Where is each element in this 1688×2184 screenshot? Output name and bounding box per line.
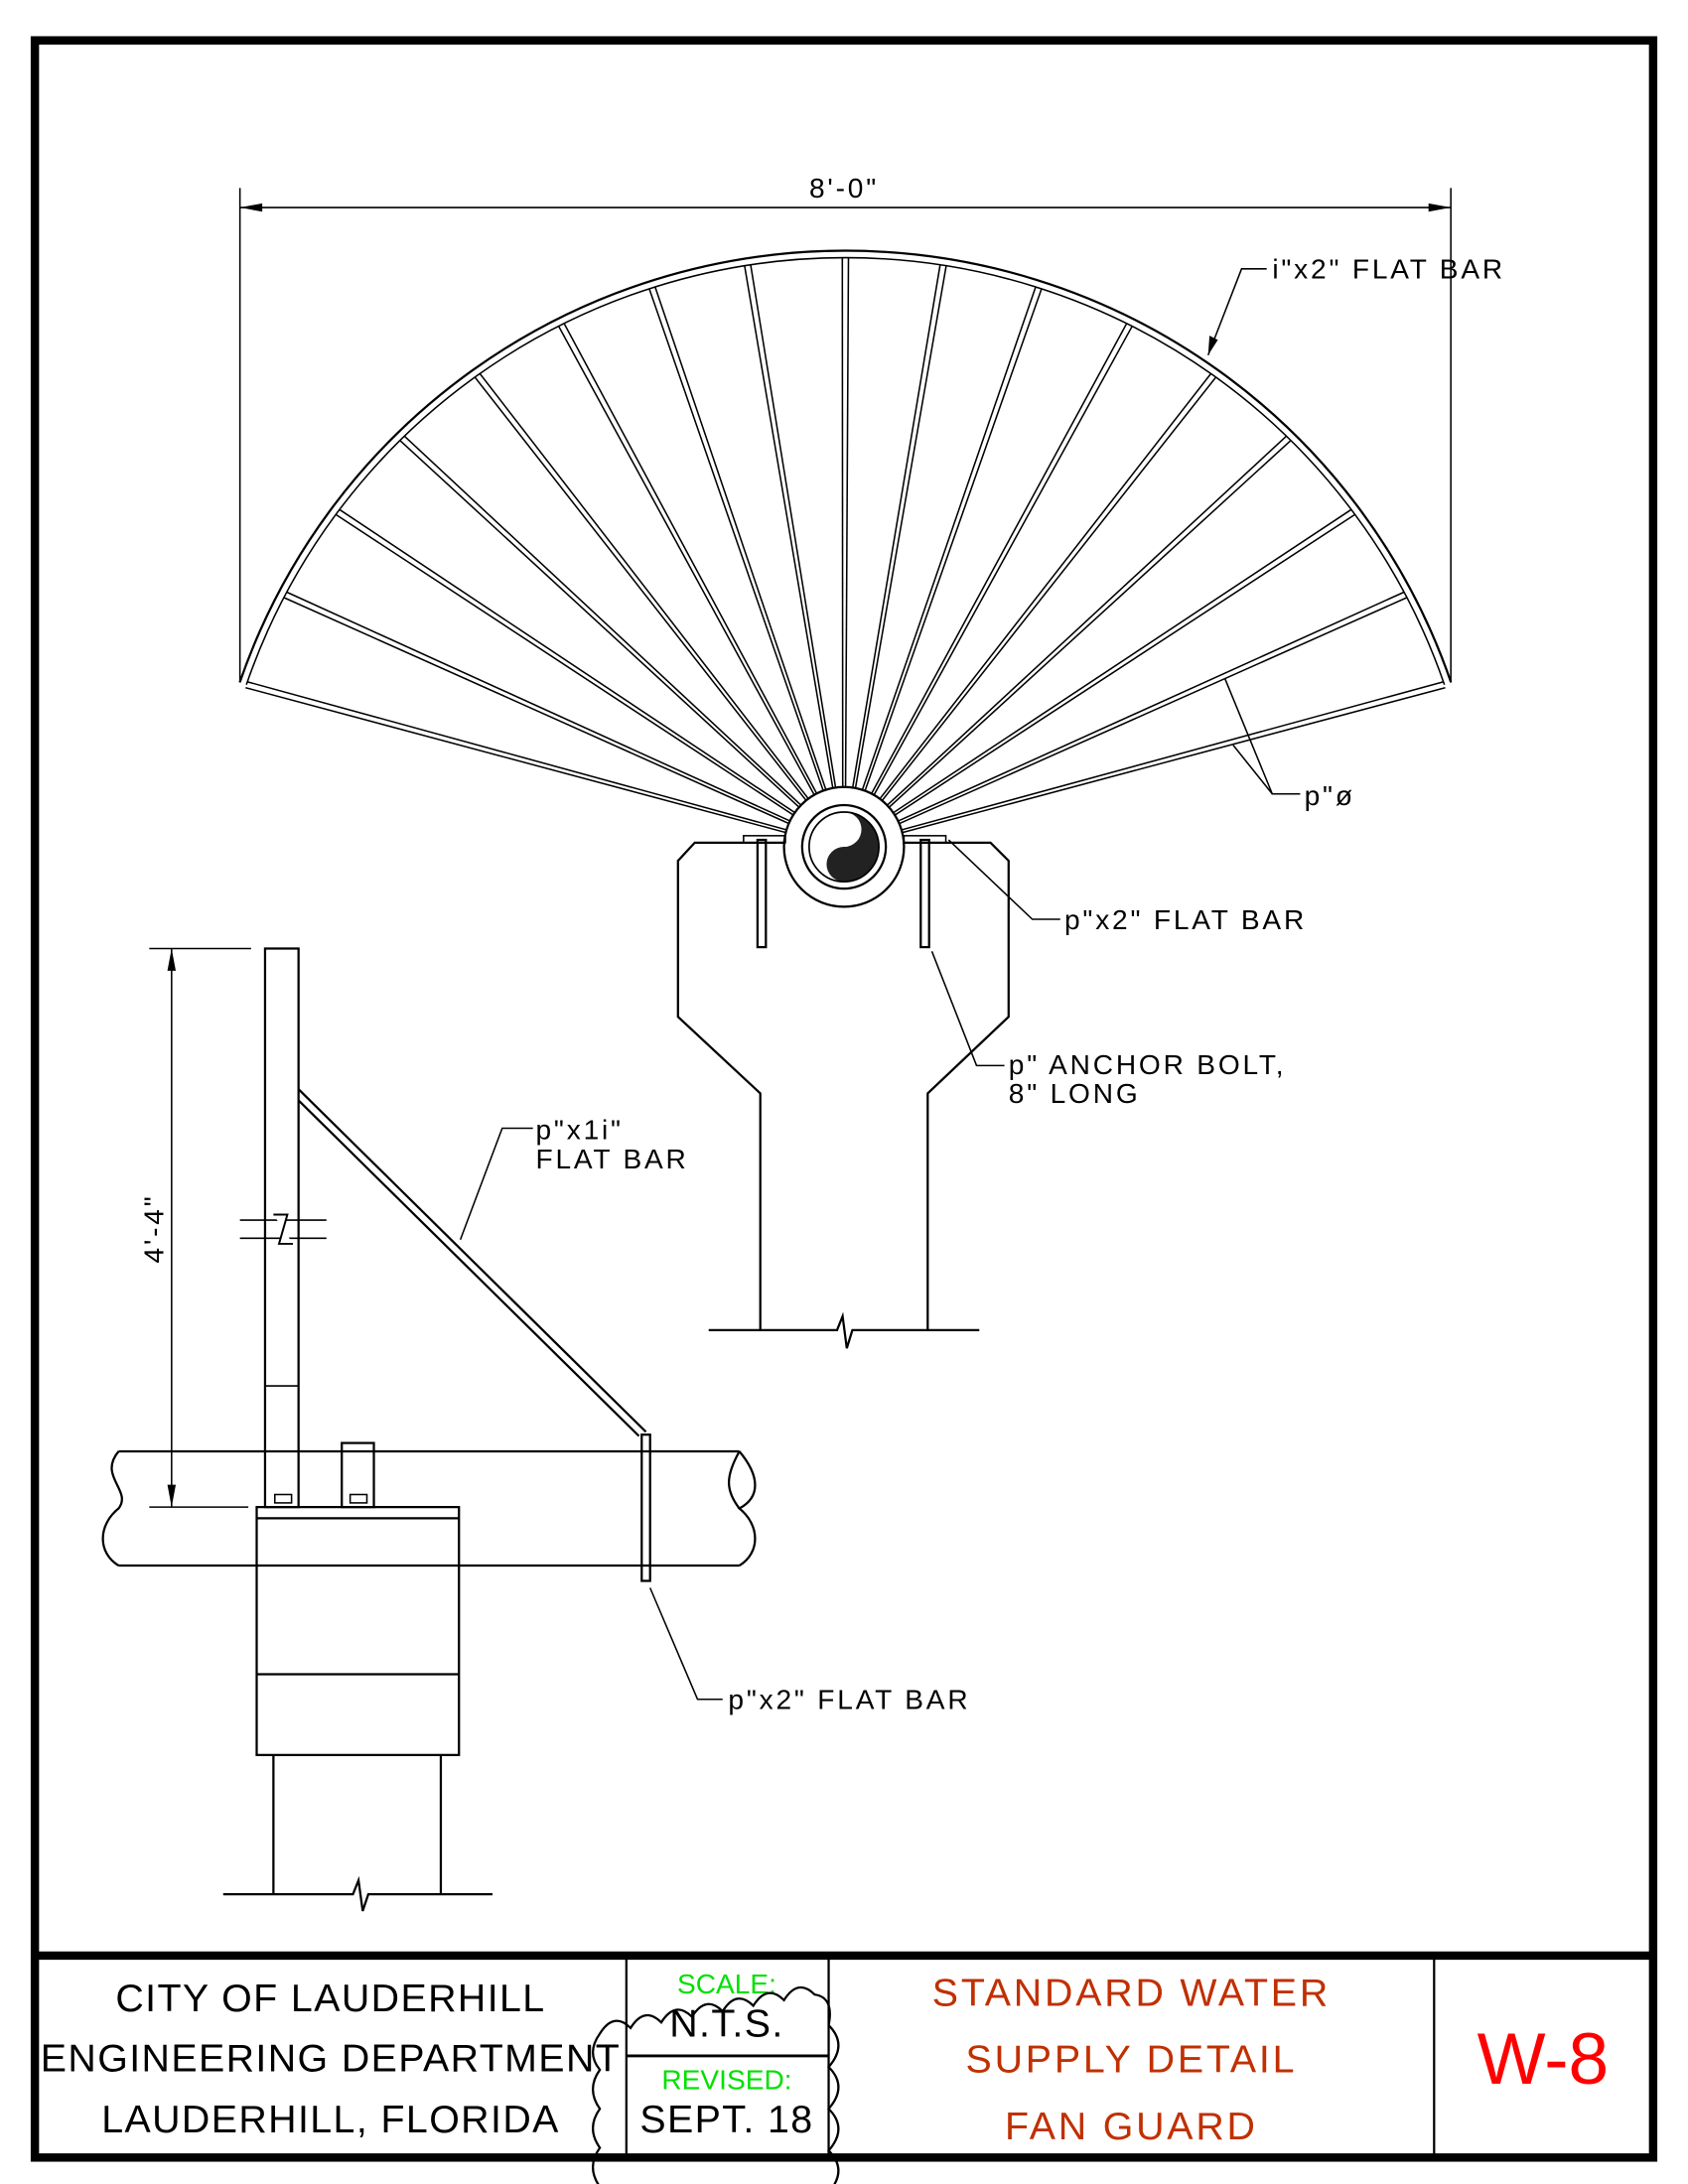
sheet-number: W-8 — [1477, 2019, 1610, 2100]
spoke — [842, 435, 1288, 847]
callout-clamp-bar: p"x2" FLAT BAR — [648, 1587, 970, 1715]
drawing-title-line-1: STANDARD WATER — [932, 1971, 1331, 2014]
spoke — [844, 257, 850, 848]
org-line-3: LAUDERHILL, FLORIDA — [101, 2098, 560, 2141]
svg-text:p"x1i": p"x1i" — [536, 1115, 624, 1146]
side-elevation — [101, 947, 757, 1912]
spoke — [844, 597, 1408, 849]
spoke — [286, 591, 845, 847]
revised-value: SEPT. 18 — [639, 2098, 813, 2141]
callout-brace: p"x1i" FLAT BAR — [459, 1115, 689, 1240]
spoke — [335, 513, 844, 849]
spoke — [842, 264, 941, 847]
end-spoke — [843, 680, 1445, 847]
spoke — [750, 264, 846, 847]
revision-cloud — [591, 1985, 840, 2184]
spoke — [654, 286, 846, 847]
callout-hub-bar: p"x2" FLAT BAR — [947, 839, 1307, 935]
scale-label: SCALE: — [677, 1969, 776, 1999]
rim-bar — [238, 249, 1453, 683]
scale-value: N.T.S. — [669, 2001, 783, 2045]
spoke — [399, 440, 844, 849]
svg-text:p"ø: p"ø — [1305, 780, 1355, 811]
spoke — [844, 265, 947, 848]
spoke — [842, 323, 1128, 847]
end-spoke — [246, 680, 845, 847]
svg-text:p" ANCHOR BOLT,: p" ANCHOR BOLT, — [1009, 1049, 1287, 1080]
spoke — [648, 288, 844, 848]
svg-text:p"x2" FLAT BAR: p"x2" FLAT BAR — [1064, 904, 1307, 935]
width-dimension-label: 8'-0" — [809, 173, 879, 204]
end-spoke — [245, 686, 844, 849]
spoke — [843, 591, 1405, 847]
drawing-title-line-2: SUPPLY DETAIL — [966, 2038, 1298, 2082]
spoke — [339, 508, 846, 847]
spoke — [842, 286, 1037, 847]
callout-spoke-diameter: p"ø — [1223, 677, 1355, 811]
org-line-2: ENGINEERING DEPARTMENT — [41, 2036, 621, 2080]
spoke — [842, 372, 1212, 847]
spoke — [563, 323, 846, 847]
spoke — [403, 435, 846, 847]
height-dimension-label: 4'-4" — [138, 1194, 169, 1264]
callout-anchor-bolt: p" ANCHOR BOLT, 8" LONG — [930, 951, 1287, 1109]
spoke — [844, 440, 1292, 849]
height-dimension: 4'-4" — [138, 947, 251, 1508]
spoke — [479, 372, 846, 847]
svg-text:p"x2" FLAT BAR: p"x2" FLAT BAR — [728, 1685, 970, 1715]
spoke — [744, 265, 844, 848]
spoke — [557, 326, 844, 849]
drawing-title-line-3: FAN GUARD — [1005, 2105, 1258, 2148]
org-line-1: CITY OF LAUDERHILL — [115, 1977, 545, 2020]
spoke — [844, 326, 1133, 849]
rim-bar-inner — [245, 256, 1446, 685]
width-dimension: 8'-0" — [238, 173, 1452, 683]
spoke — [283, 597, 844, 849]
spoke — [474, 376, 844, 849]
pedestal — [676, 835, 1010, 1349]
sheet-border — [30, 36, 1658, 2162]
spoke — [844, 288, 1043, 848]
svg-text:8" LONG: 8" LONG — [1009, 1078, 1141, 1109]
svg-text:FLAT BAR: FLAT BAR — [536, 1144, 689, 1174]
end-spoke — [844, 686, 1446, 849]
fan-guard — [238, 249, 1453, 849]
svg-text:i"x2" FLAT BAR: i"x2" FLAT BAR — [1272, 254, 1505, 285]
hub — [782, 785, 906, 908]
spoke — [842, 508, 1352, 847]
callout-rim-bar: i"x2" FLAT BAR — [1206, 254, 1505, 356]
spoke — [844, 513, 1355, 849]
title-block: CITY OF LAUDERHILL ENGINEERING DEPARTMEN… — [41, 1955, 1610, 2184]
spoke — [844, 376, 1217, 849]
revised-label: REVISED: — [661, 2065, 791, 2096]
